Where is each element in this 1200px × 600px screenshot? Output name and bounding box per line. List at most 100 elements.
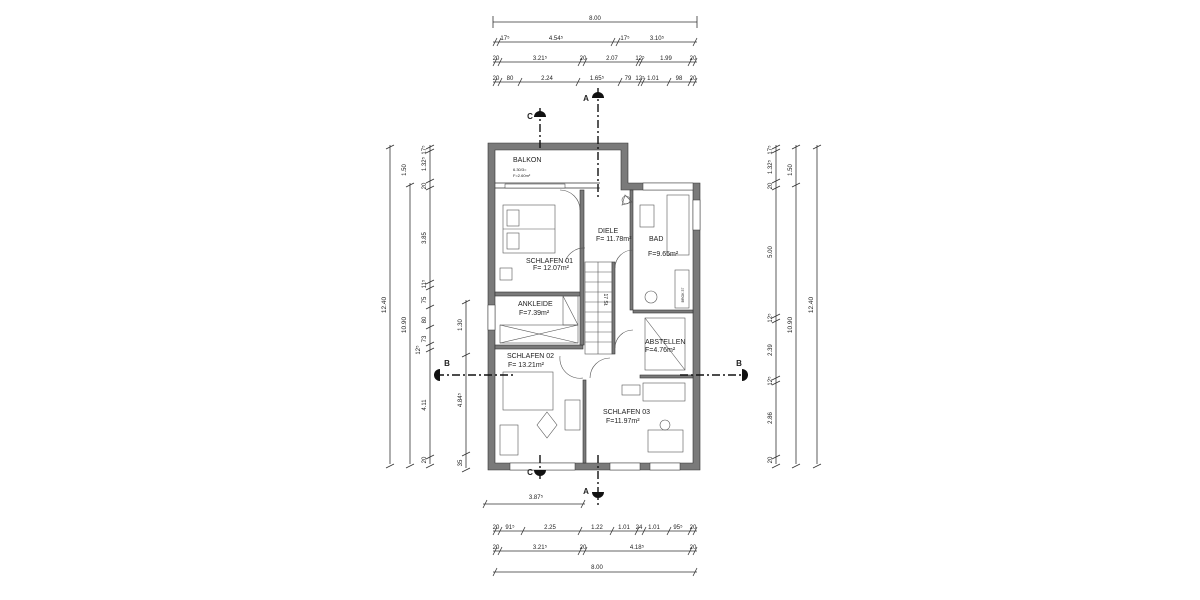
dim-bottom-r2-4: 20 xyxy=(690,545,697,551)
dim-left-seg0: 1.50 xyxy=(402,164,408,176)
wall-left-column xyxy=(579,189,585,346)
stair-label: 17 St. xyxy=(602,293,608,306)
section-a-top-marker xyxy=(592,92,604,98)
dim-left-seg11: 20 xyxy=(422,456,428,463)
dim-top-r3-6: 1.01 xyxy=(647,76,659,82)
dim-left-overall: 12.40 xyxy=(381,296,388,313)
dim-bottom-r2-0: 20 xyxy=(493,545,500,551)
room-abstellen-name: ABSTELLEN xyxy=(645,339,685,346)
dim-bottom-r1-5: 24 xyxy=(636,525,643,531)
dim-left-inner2: 35 xyxy=(458,459,464,466)
room-schlafen02-area: F= 13.21m² xyxy=(508,362,545,369)
dim-right-seg2: 1.50 xyxy=(788,164,794,176)
room-bad-name: BAD xyxy=(649,236,663,243)
dim-top-r3-5: 12⁵ xyxy=(635,75,645,82)
dim-right-seg4: 5.00 xyxy=(768,246,774,258)
dim-right-seg0: 1.32⁵ xyxy=(767,159,774,174)
dim-top-r3-0: 20 xyxy=(493,76,500,82)
dim-bottom-r1-4: 1.01 xyxy=(618,525,630,531)
dim-left-seg1: 1.32⁵ xyxy=(421,156,428,171)
dim-top-r3-3: 1.65⁵ xyxy=(590,75,605,82)
dim-top-r3-7: 98 xyxy=(676,76,683,82)
dim-top-overall: 8.00 xyxy=(589,16,601,22)
room-abstellen-area: F=4.76m² xyxy=(645,347,676,354)
bed-schlafen03 xyxy=(642,382,686,402)
dim-top-r3-8: 20 xyxy=(690,76,697,82)
wall-schlafen01-ankleide xyxy=(494,291,584,297)
section-c-bottom-marker xyxy=(534,470,546,476)
bottom-dimension-chains: 3.87⁵ 20 91⁵ 2.25 1.22 1.01 24 1.01 95⁵ … xyxy=(482,494,698,577)
section-a-bottom-marker xyxy=(592,492,604,498)
dim-bottom-partial: 3.87⁵ xyxy=(529,494,544,501)
wardrobe-ankleide xyxy=(499,324,579,344)
dim-top-r1-2: 17⁵ xyxy=(620,35,630,42)
right-dimension-chains: 1.32⁵ 17⁵ 20 5.00 12⁵ 2.39 12⁵ 2.86 20 1… xyxy=(767,144,822,469)
dim-left-seg8: 73 xyxy=(422,335,428,342)
room-balkon-name: BALKON xyxy=(513,157,541,164)
dim-top-r2-2: 20 xyxy=(580,56,587,62)
room-diele-name: DIELE xyxy=(598,228,619,235)
dim-bottom-r1-0: 20 xyxy=(493,525,500,531)
section-a-bottom-label: A xyxy=(583,487,589,496)
dim-bottom-r2-3: 4.18⁵ xyxy=(630,544,645,551)
room-ankleide-area: F=7.39m² xyxy=(519,310,550,317)
left-dimension-chains: 12.40 10.90 1.50 1.32⁵ 17⁵ 20 3.85 11⁵ 7… xyxy=(381,144,471,473)
dim-top-r2-6: 20 xyxy=(690,56,697,62)
dim-right-seg7: 12⁵ xyxy=(767,376,774,386)
room-schlafen01-name: SCHLAFEN 01 xyxy=(526,258,573,265)
dim-left-inner0: 1.30 xyxy=(458,319,464,331)
dim-right-seg9: 20 xyxy=(768,456,774,463)
room-schlafen03-area: F=11.97m² xyxy=(606,418,640,425)
dim-bottom-r1-7: 95⁵ xyxy=(673,524,683,531)
dim-bottom-r1-2: 2.25 xyxy=(544,525,556,531)
room-schlafen02-name: SCHLAFEN 02 xyxy=(507,353,554,360)
wall-abstellen-schlafen03 xyxy=(639,374,694,379)
section-c-top-marker xyxy=(534,111,546,117)
dim-top-r1-1: 4.54⁵ xyxy=(549,35,564,42)
dim-bottom-r1-3: 1.22 xyxy=(591,525,603,531)
desk-schlafen03 xyxy=(647,429,684,453)
wall-stair-right xyxy=(611,261,616,355)
wall-schlafen02-right xyxy=(582,379,587,464)
dim-top-r2-5: 1.99 xyxy=(660,56,672,62)
dim-left-seg6: 75 xyxy=(422,296,428,303)
dim-top-r3-2: 2.24 xyxy=(541,76,553,82)
dim-left-seg3: 20 xyxy=(422,182,428,189)
dim-right-overall: 12.40 xyxy=(808,296,815,313)
dim-left-inner1: 4.84⁵ xyxy=(457,392,464,407)
dim-bottom-r2-2: 20 xyxy=(580,545,587,551)
dim-left-seg9: 12⁵ xyxy=(415,345,422,355)
dim-bottom-r1-6: 1.01 xyxy=(648,525,660,531)
dim-top-r1-3: 3.10⁵ xyxy=(650,35,665,42)
room-schlafen03-name: SCHLAFEN 03 xyxy=(603,409,650,416)
room-ankleide-name: ANKLEIDE xyxy=(518,301,553,308)
section-b-left-label: B xyxy=(444,359,450,368)
wall-ankleide-schlafen02 xyxy=(494,344,584,350)
furniture: BROK 37 xyxy=(499,189,690,456)
dim-top-r3-1: 80 xyxy=(507,76,514,82)
dim-right-seg8: 2.86 xyxy=(768,412,774,424)
dim-left-seg10: 4.11 xyxy=(422,399,428,411)
dim-top-r1-0: 17⁵ xyxy=(500,35,510,42)
dim-right-seg3: 20 xyxy=(768,182,774,189)
dim-left-seg2: 17⁵ xyxy=(421,145,428,155)
dim-bottom-r1-8: 20 xyxy=(690,525,697,531)
room-balkon-area: F=2.60m² xyxy=(513,173,531,178)
dim-top-r2-0: 20 xyxy=(493,56,500,62)
section-a-top-label: A xyxy=(583,94,589,103)
bathtub xyxy=(666,194,690,256)
section-b-right-marker xyxy=(742,369,748,381)
walls xyxy=(487,142,701,471)
room-labels: BALKON 6.30/3= F=2.60m² DIELE F= 11.78m²… xyxy=(507,157,685,425)
dim-right-mid: 10.90 xyxy=(787,316,794,333)
section-b-right-label: B xyxy=(736,359,742,368)
dim-top-r3-4: 79 xyxy=(625,76,632,82)
section-b-left-marker xyxy=(434,369,440,381)
dim-left-mid: 10.90 xyxy=(401,316,408,333)
dim-right-seg6: 2.39 xyxy=(768,344,774,356)
section-c-top-label: C xyxy=(527,112,533,121)
dim-right-seg5: 12⁵ xyxy=(767,313,774,323)
dim-right-seg1: 17⁵ xyxy=(767,145,774,155)
dim-bottom-r2-1: 3.21⁵ xyxy=(533,544,548,551)
